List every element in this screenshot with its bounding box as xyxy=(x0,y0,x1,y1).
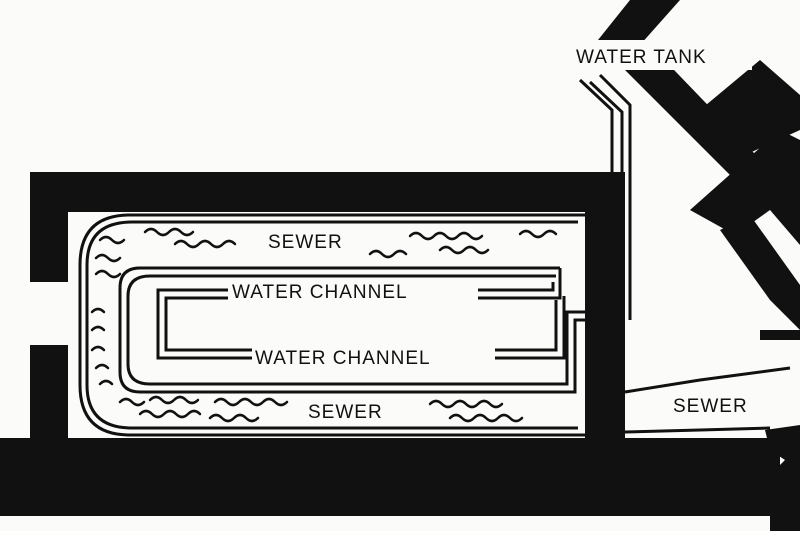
wave xyxy=(90,345,106,352)
wave xyxy=(138,409,202,419)
wave xyxy=(143,227,195,237)
wave xyxy=(518,229,558,239)
wave xyxy=(94,363,110,370)
tank-pipe xyxy=(578,73,632,320)
wave xyxy=(94,253,122,263)
water-tank-structure xyxy=(598,0,800,340)
wave xyxy=(438,245,490,255)
water-channel-lower-label-bg xyxy=(252,344,495,370)
tank-wedge xyxy=(690,130,800,245)
wave xyxy=(368,249,408,259)
left-wall-lower xyxy=(30,345,68,445)
pipe-line-b xyxy=(588,80,624,320)
outlet-bottom-line xyxy=(624,426,771,434)
right-wall xyxy=(585,172,625,442)
tank-top-beam xyxy=(598,0,680,45)
sewage-waves xyxy=(90,227,558,423)
sewer-bottom-label: SEWER xyxy=(308,402,383,423)
stone-edge xyxy=(765,425,800,531)
sewer-bottom-label-bg xyxy=(305,398,397,424)
wave xyxy=(448,413,524,423)
wave xyxy=(208,413,260,423)
water-channel-upper-label-bg xyxy=(228,278,476,304)
sewer-top-label-bg xyxy=(265,228,363,254)
water-channel-loop xyxy=(118,266,620,394)
channel-hairpin-a xyxy=(156,288,255,360)
outer-walls xyxy=(0,172,800,531)
wave xyxy=(213,397,289,407)
wave xyxy=(408,231,484,241)
tank-lower-block xyxy=(720,215,800,330)
sewer-outlet xyxy=(624,366,791,434)
channel-hairpin-b xyxy=(164,296,255,352)
pipe-line-a xyxy=(578,78,614,312)
water-tank-label-bg xyxy=(572,40,752,70)
outlet-top-line xyxy=(624,366,791,394)
wave xyxy=(118,397,146,407)
water-channel-upper-label: WATER CHANNEL xyxy=(232,282,408,303)
left-wall-upper xyxy=(30,172,68,282)
channel-inner-line xyxy=(126,274,612,386)
sewer-loop xyxy=(78,213,585,437)
wave xyxy=(428,399,504,409)
top-wall xyxy=(30,172,625,212)
channel-upper-return-b xyxy=(478,282,555,292)
water-tank-label: WATER TANK xyxy=(576,47,707,68)
wave xyxy=(94,269,122,279)
wave xyxy=(98,379,114,386)
sewer-outlet-label-bg xyxy=(670,392,760,418)
channel-lower-return-b xyxy=(495,296,566,360)
channel-outer-line xyxy=(118,266,620,394)
channel-lower-return-a xyxy=(495,300,558,352)
ground-band xyxy=(0,438,780,516)
pipe-line-c xyxy=(598,73,632,320)
wave xyxy=(90,325,106,332)
sewer-outlet-label: SEWER xyxy=(673,396,748,417)
wave xyxy=(173,239,237,249)
channel-upper-return-a xyxy=(478,268,562,300)
wave xyxy=(90,307,106,314)
sewer-outer-line-2 xyxy=(85,220,578,430)
wave xyxy=(148,395,200,405)
tank-diagonal-b xyxy=(700,60,800,155)
wave xyxy=(98,235,126,245)
sewer-top-label: SEWER xyxy=(268,232,343,253)
tank-ledge xyxy=(760,330,800,340)
sewer-outer-line xyxy=(78,213,585,437)
water-channel-lower-label: WATER CHANNEL xyxy=(255,348,431,369)
